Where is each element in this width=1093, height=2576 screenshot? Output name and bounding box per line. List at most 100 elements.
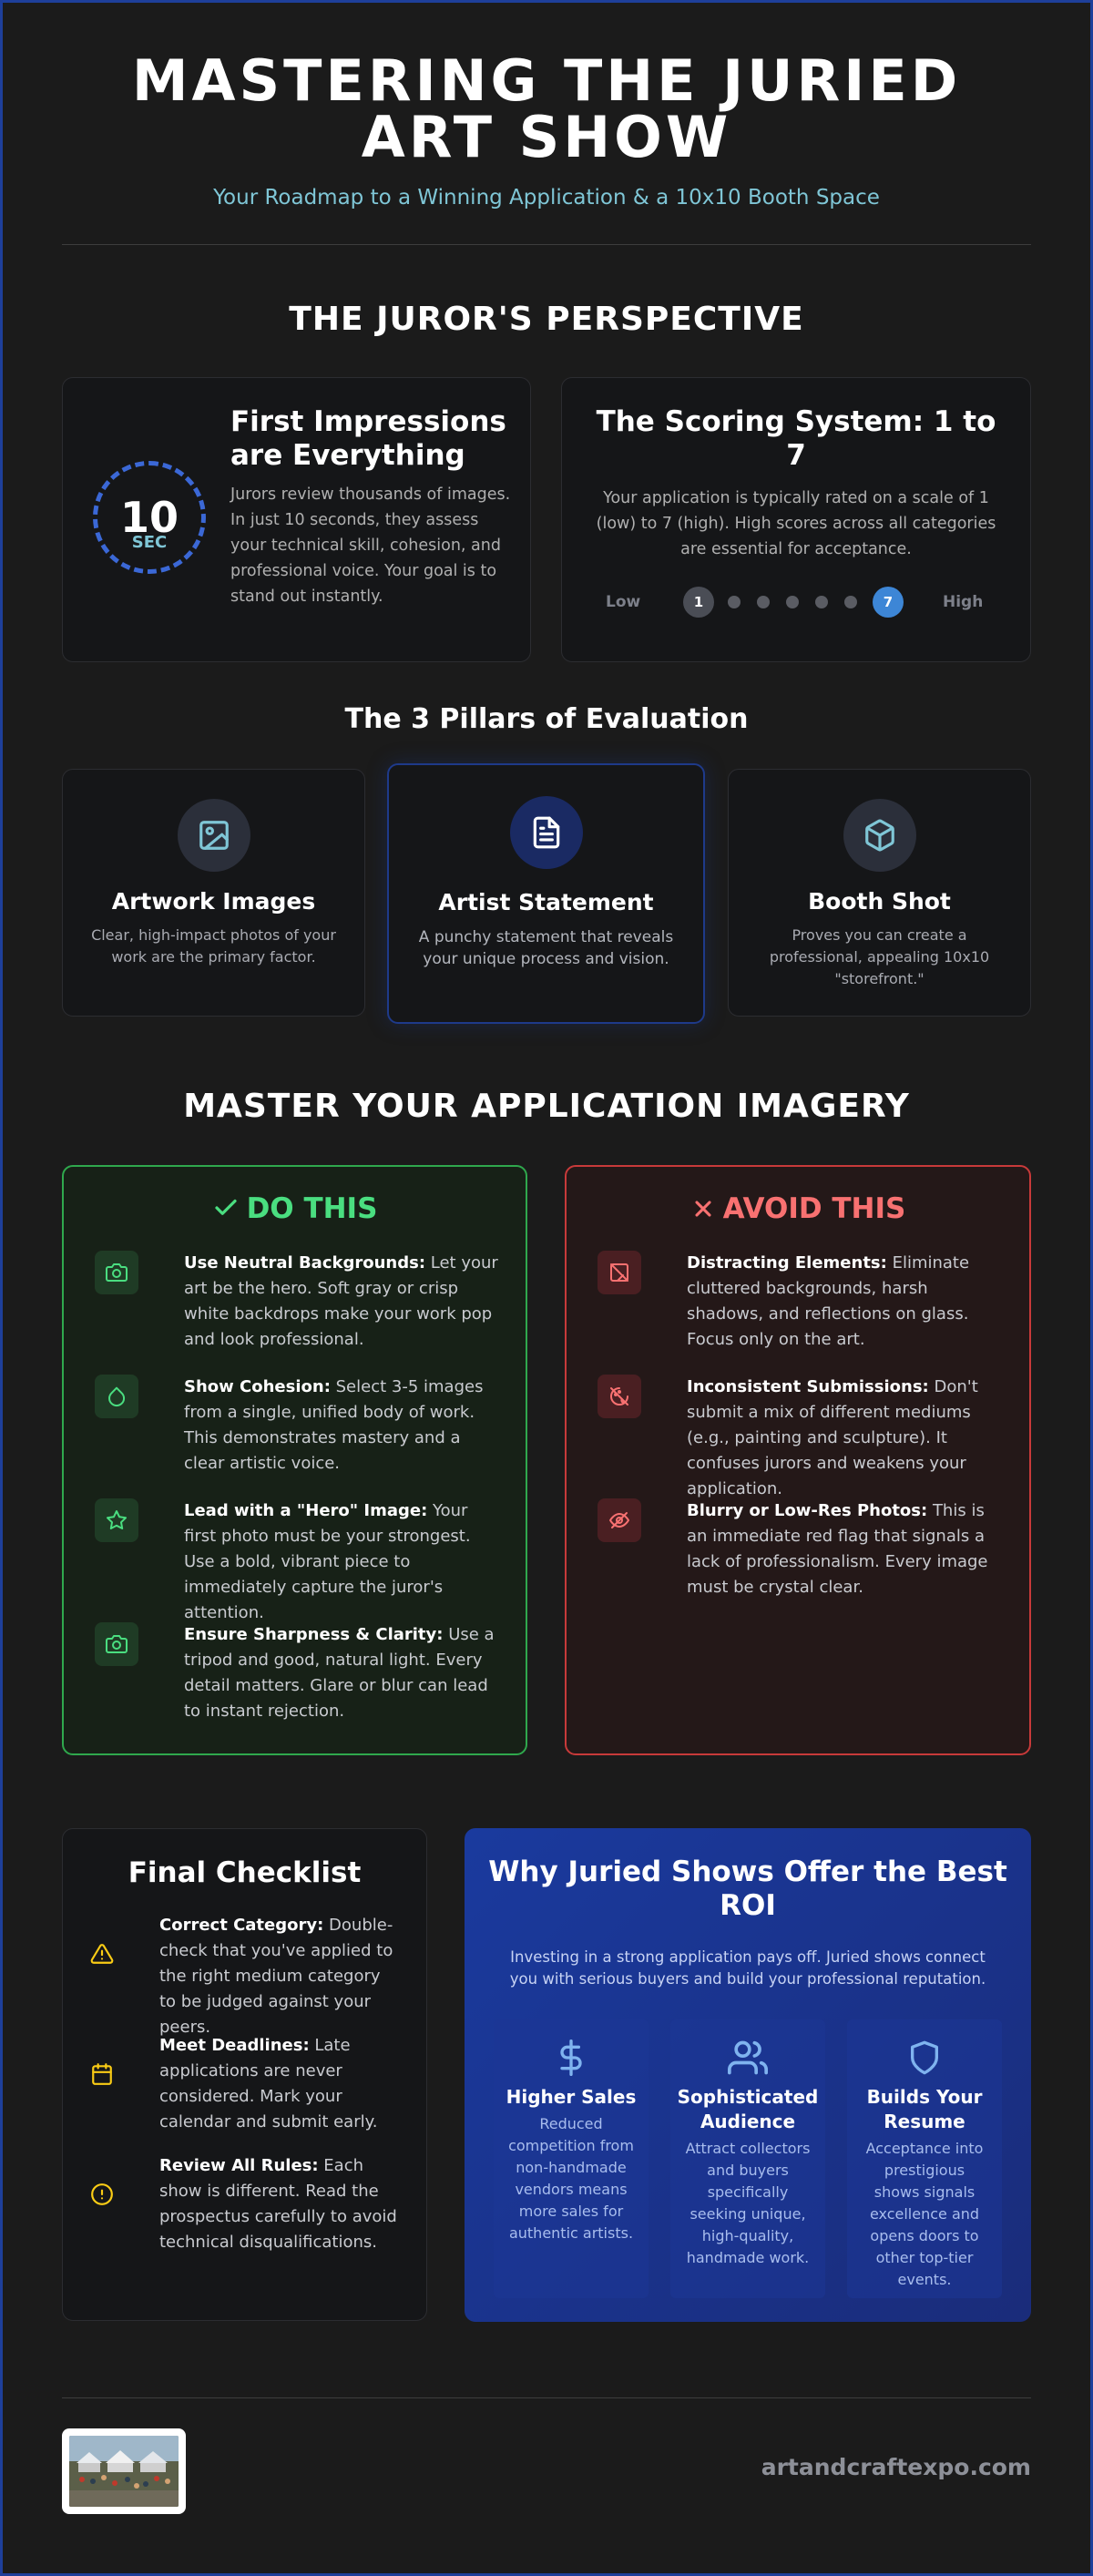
checklist-item: Review All Rules: Each show is different… [90, 2153, 401, 2255]
avoid-item-bold: Inconsistent Submissions: [687, 1377, 929, 1396]
do-item-bold: Lead with a "Hero" Image: [184, 1501, 428, 1520]
do-item-bold: Use Neutral Backgrounds: [184, 1253, 426, 1273]
footer-divider [62, 2397, 1031, 2398]
scale-dot [786, 596, 799, 608]
checklist-item-text: Each show is different. Read the prospec… [159, 2156, 397, 2252]
users-icon [670, 2038, 825, 2080]
checklist-item-bold: Correct Category: [159, 1916, 324, 1935]
avoid-item: Blurry or Low-Res Photos: This is an imm… [598, 1498, 1006, 1600]
dollar-icon [494, 2038, 649, 2080]
star-icon [95, 1498, 138, 1542]
do-title-label: DO THIS [246, 1192, 378, 1225]
avoid-item: Inconsistent Submissions: Don't submit a… [598, 1375, 1006, 1502]
scale-dot [728, 596, 741, 608]
pillar-card-booth: Booth Shot Proves you can create a profe… [728, 769, 1031, 1017]
timer-unit: SEC [131, 533, 168, 552]
roi-benefit-title: Sophisticated Audience [677, 2086, 819, 2132]
pillar-title: Artwork Images [111, 888, 316, 915]
do-item-bold: Ensure Sharpness & Clarity: [184, 1625, 444, 1644]
checklist-item-bold: Review All Rules: [159, 2156, 319, 2175]
impressions-title: First Impressions are Everything [230, 405, 506, 472]
eye-off-icon [598, 1498, 641, 1542]
droplet-icon [95, 1375, 138, 1418]
roi-title: Why Juried Shows Offer the Best ROI [488, 1855, 1007, 1922]
page-header: MASTERING THE JURIED ART SHOW Your Roadm… [62, 53, 1031, 210]
pillar-text: Clear, high-impact photos of your work a… [91, 926, 336, 966]
section-heading-pillars: The 3 Pillars of Evaluation [344, 703, 749, 735]
impressions-text: Jurors review thousands of images. In ju… [230, 486, 511, 606]
avoid-panel: AVOID THIS Distracting Elements: Elimina… [565, 1165, 1031, 1755]
do-item: Show Cohesion: Select 3-5 images from a … [95, 1375, 502, 1477]
roi-benefit-text: Acceptance into prestigious shows signal… [865, 2140, 984, 2288]
calendar-icon [90, 2062, 114, 2090]
checklist-item-bold: Meet Deadlines: [159, 2036, 310, 2055]
camera-icon [95, 1251, 138, 1294]
camera-icon [95, 1622, 138, 1666]
do-item-text: Let your art be the hero. Soft gray or c… [184, 1253, 498, 1349]
scale-dot [757, 596, 770, 608]
site-link[interactable]: artandcraftexpo.com [761, 2454, 1031, 2480]
impressions-card: 10 SEC First Impressions are Everything … [62, 377, 531, 662]
image-icon [177, 799, 250, 872]
avoid-item-bold: Blurry or Low-Res Photos: [687, 1501, 928, 1520]
scale-high-label: High [943, 593, 984, 611]
do-item-text: Select 3-5 images from a single, unified… [184, 1377, 484, 1473]
checklist-card: Final Checklist Correct Category: Double… [62, 1828, 427, 2321]
roi-text: Investing in a strong application pays o… [509, 1948, 986, 1988]
roi-benefit-text: Attract collectors and buyers specifical… [685, 2140, 811, 2266]
roi-benefit-text: Reduced competition from non-handmade ve… [508, 2115, 634, 2242]
cube-icon [843, 799, 916, 872]
avoid-title: AVOID THIS [567, 1192, 1029, 1225]
pillar-card-statement: Artist Statement A punchy statement that… [387, 763, 705, 1024]
pillar-title: Artist Statement [438, 889, 654, 915]
pillar-text: Proves you can create a professional, ap… [769, 926, 990, 987]
expo-photo [62, 2428, 186, 2514]
avoid-item: Distracting Elements: Eliminate cluttere… [598, 1251, 1006, 1353]
roi-card: Why Juried Shows Offer the Best ROI Inve… [465, 1828, 1031, 2322]
roi-benefit-audience: Sophisticated Audience Attract collector… [670, 2019, 825, 2298]
timer-number: 10 [119, 493, 179, 542]
avoid-item-text: Don't submit a mix of different mediums … [687, 1377, 978, 1498]
x-icon [695, 1201, 711, 1217]
avoid-item-text: This is an immediate red flag that signa… [687, 1501, 988, 1597]
do-item-text: Use a tripod and good, natural light. Ev… [184, 1625, 495, 1721]
do-item-bold: Show Cohesion: [184, 1377, 331, 1396]
roi-benefit-title: Higher Sales [506, 2086, 637, 2108]
scale-min-dot: 1 [683, 587, 714, 618]
roi-benefit-sales: Higher Sales Reduced competition from no… [494, 2019, 649, 2298]
warning-icon [90, 1942, 114, 1969]
alert-circle-icon [90, 2182, 114, 2210]
palette-off-icon [598, 1375, 641, 1418]
avoid-title-label: AVOID THIS [722, 1192, 906, 1225]
scoring-card: The Scoring System: 1 to 7 Your applicat… [561, 377, 1031, 662]
scale-dot [815, 596, 828, 608]
do-item: Lead with a "Hero" Image: Your first pho… [95, 1498, 502, 1626]
scale-max-dot: 7 [873, 587, 904, 618]
pillar-title: Booth Shot [808, 888, 951, 915]
page-subtitle: Your Roadmap to a Winning Application & … [213, 186, 880, 210]
checklist-item-text: Late applications are never considered. … [159, 2036, 378, 2131]
do-item-text: Your first photo must be your strongest.… [184, 1501, 471, 1622]
timer-graphic: 10 SEC [93, 461, 206, 574]
scale-dot [844, 596, 857, 608]
scoring-title: The Scoring System: 1 to 7 [596, 405, 996, 472]
scale-low-label: Low [606, 593, 641, 611]
pillar-card-artwork: Artwork Images Clear, high-impact photos… [62, 769, 365, 1017]
avoid-item-bold: Distracting Elements: [687, 1253, 887, 1273]
checklist-item: Meet Deadlines: Late applications are ne… [90, 2033, 401, 2135]
document-icon [509, 796, 583, 869]
checklist-title: Final Checklist [128, 1856, 362, 1889]
do-item: Ensure Sharpness & Clarity: Use a tripod… [95, 1622, 502, 1724]
section-heading-juror: THE JUROR'S PERSPECTIVE [289, 301, 804, 338]
scoring-text: Your application is typically rated on a… [596, 489, 996, 558]
roi-benefit-resume: Builds Your Resume Acceptance into prest… [847, 2019, 1002, 2298]
section-heading-imagery: MASTER YOUR APPLICATION IMAGERY [183, 1088, 910, 1125]
do-item: Use Neutral Backgrounds: Let your art be… [95, 1251, 502, 1353]
pillar-text: A punchy statement that reveals your uni… [418, 928, 674, 968]
no-image-icon [598, 1251, 641, 1294]
roi-benefit-title: Builds Your Resume [866, 2086, 983, 2132]
scoring-scale: Low 1 7 High [562, 586, 1030, 618]
checklist-item: Correct Category: Double-check that you'… [90, 1913, 401, 2040]
avoid-item-text: Eliminate cluttered backgrounds, harsh s… [687, 1253, 970, 1349]
shield-icon [847, 2038, 1002, 2080]
